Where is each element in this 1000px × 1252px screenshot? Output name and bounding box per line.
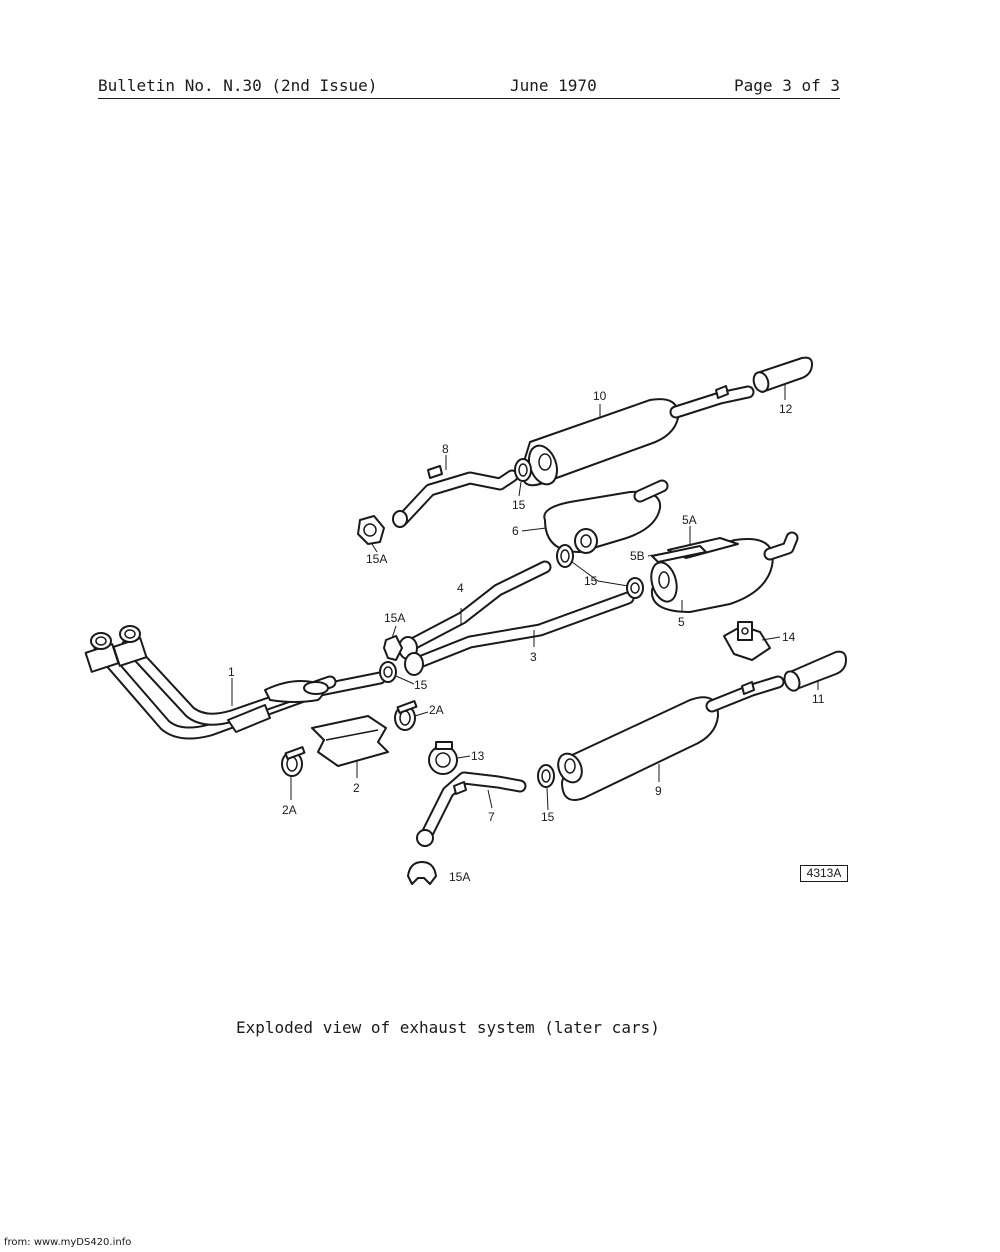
callout-label: 9: [655, 784, 662, 798]
callout-label: 14: [782, 630, 796, 644]
figure-reference: 4313A: [800, 865, 848, 882]
part-15-clamp-lower: [537, 764, 555, 788]
part-1-front-pipes: [84, 625, 387, 740]
part-8-tail-pipe: [392, 465, 519, 528]
part-2a-clamp-right: [394, 700, 418, 731]
callout-label: 15A: [449, 870, 470, 884]
callout-label: 11: [812, 692, 825, 706]
callout-label: 15: [512, 498, 526, 512]
callout-label: 5A: [682, 513, 697, 527]
callout-label: 1: [228, 665, 235, 679]
part-15a-clamp-top: [357, 515, 385, 545]
part-15a-clamp-mid: [383, 635, 403, 661]
callout-label: 5B: [630, 549, 645, 563]
callout-label: 15A: [366, 552, 387, 566]
callout-label: 15A: [384, 611, 405, 625]
callout-label: 6: [512, 524, 519, 538]
callout-label: 2: [353, 781, 360, 795]
part-12-sleeve: [752, 356, 813, 393]
callout-label: 15: [541, 810, 555, 824]
page-number: Page 3 of 3: [734, 76, 840, 95]
part-4-intermediate-pipe: [398, 560, 552, 676]
callout-label: 10: [593, 389, 607, 403]
bulletin-number: Bulletin No. N.30 (2nd Issue): [98, 76, 378, 95]
bulletin-date: June 1970: [510, 76, 597, 95]
callout-label: 2A: [429, 703, 444, 717]
callout-label: 15: [414, 678, 428, 692]
callout-label: 7: [488, 810, 495, 824]
part-15-clamp-upper: [514, 458, 532, 482]
part-3-intermediate-pipe: [405, 591, 635, 672]
callout-label: 3: [530, 650, 537, 664]
part-15-clamp-joint: [379, 661, 397, 683]
callout-label: 4: [457, 581, 464, 595]
callout-label: 13: [471, 749, 485, 763]
part-2a-clamp-left: [281, 746, 306, 777]
callout-leaders: [231, 384, 819, 811]
part-5-rear-silencer: [650, 531, 799, 613]
part-14-mounting: [723, 621, 771, 661]
callout-label: 15: [584, 574, 598, 588]
part-6-centre-silencer: [543, 479, 669, 554]
figure-caption: Exploded view of exhaust system (later c…: [236, 1018, 660, 1037]
part-15a-clamp-bottom: [407, 861, 437, 885]
callout-label: 2A: [282, 803, 297, 817]
part-7-tail-pipe: [416, 771, 527, 847]
bulletin-header: Bulletin No. N.30 (2nd Issue) June 1970 …: [98, 74, 840, 99]
part-9-main-silencer: [557, 675, 785, 801]
callout-label: 12: [779, 402, 793, 416]
part-11-sleeve: [783, 650, 847, 692]
part-15-clamp-centre: [556, 544, 574, 568]
part-10-main-silencer: [520, 385, 755, 487]
part-13-clamp: [428, 741, 458, 775]
part-2-heat-shield: [311, 715, 389, 767]
callout-labels: 1 2 2A 2A 3 4 5 5A 5B 6 7 8 9 10 11 12 1…: [228, 389, 825, 884]
part-15-clamp-rear: [626, 577, 644, 599]
callout-label: 8: [442, 442, 449, 456]
callout-label: 5: [678, 615, 685, 629]
source-footer: from: www.myDS420.info: [4, 1237, 132, 1248]
